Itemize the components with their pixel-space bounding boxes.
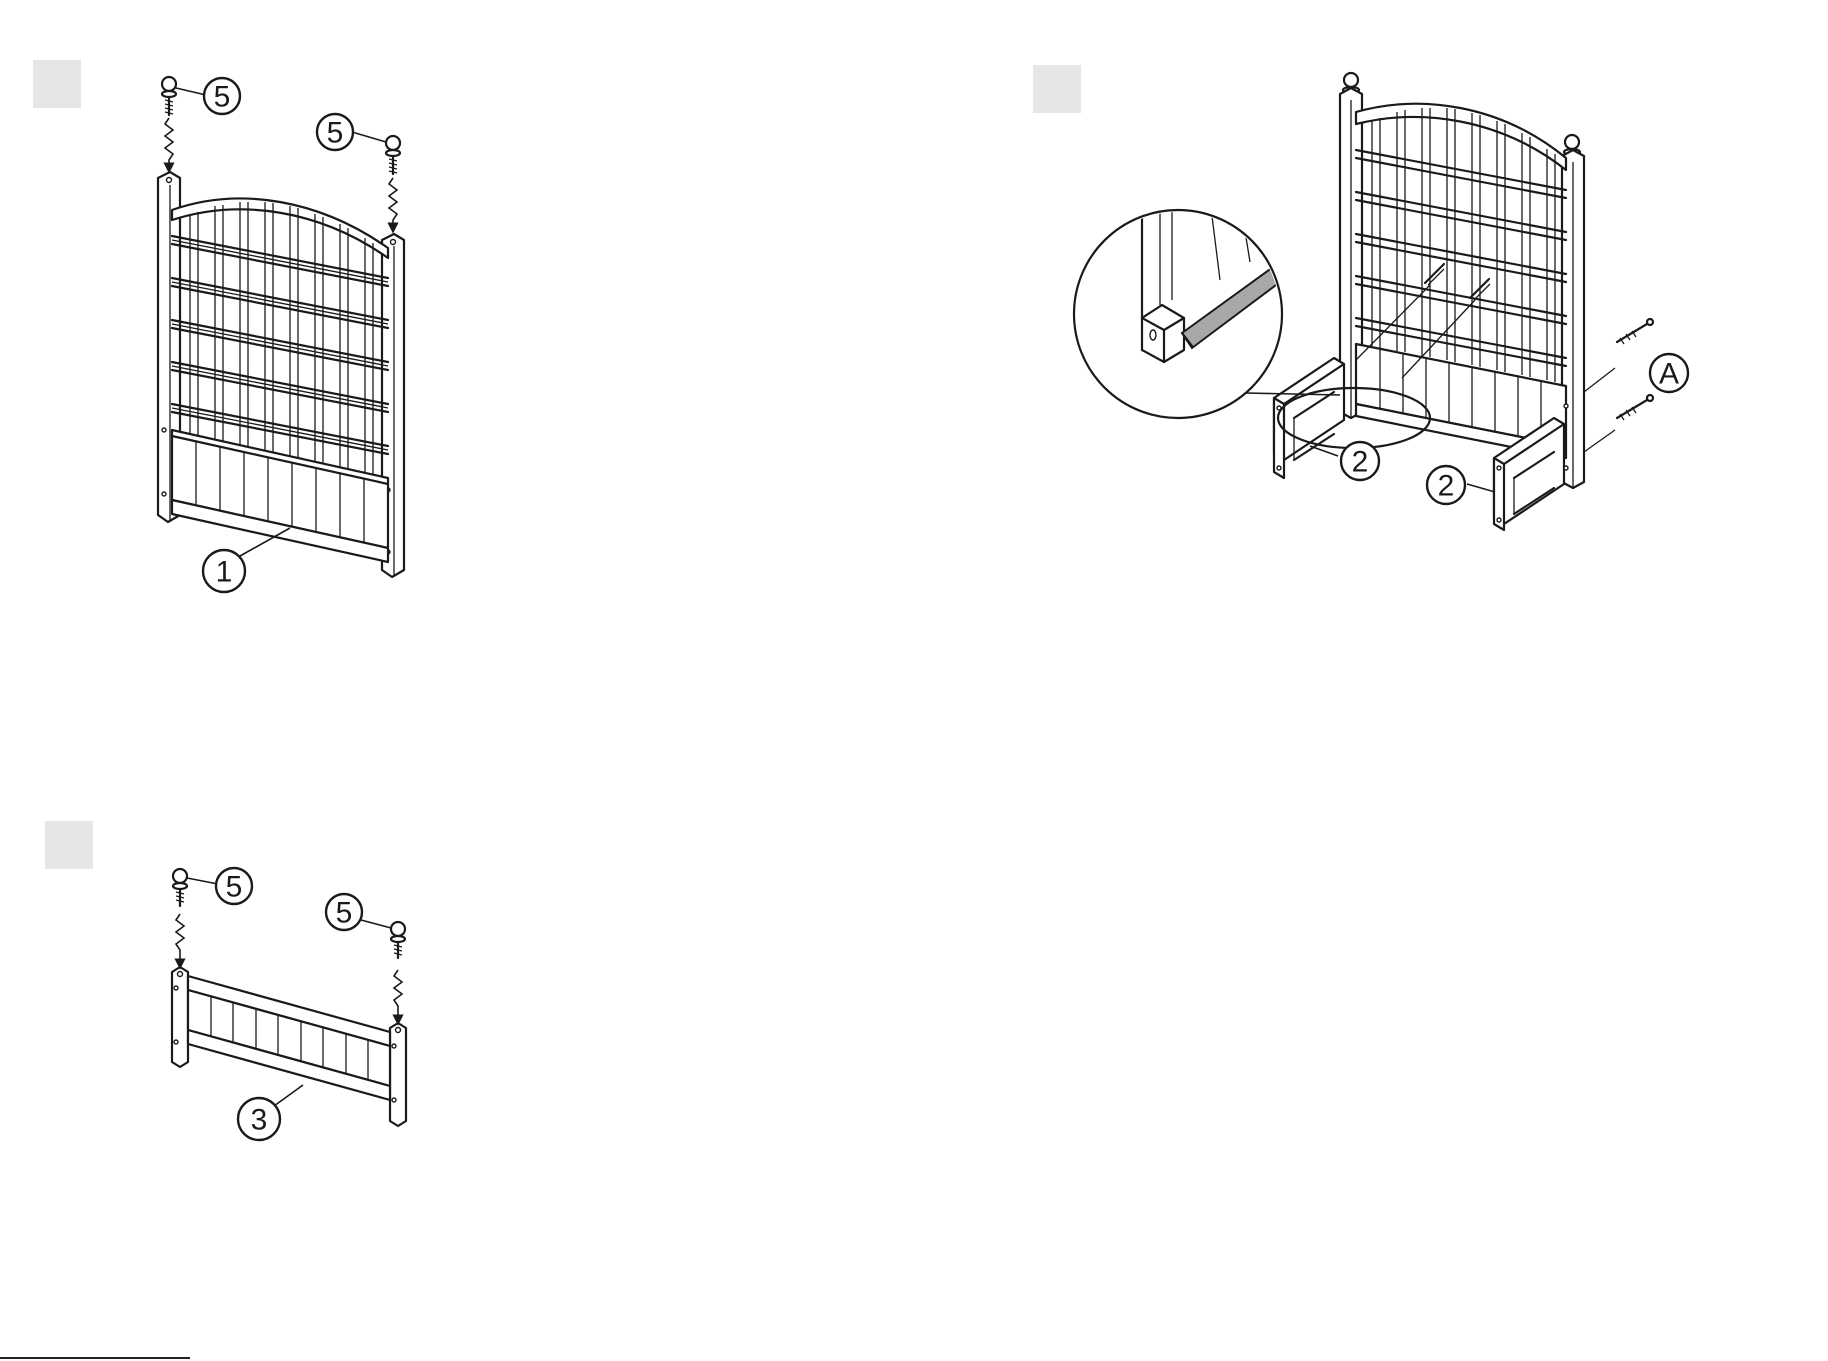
svg-text:2: 2 — [1438, 470, 1455, 503]
step-1-left-cap — [162, 77, 176, 168]
step-3-left-cap — [173, 869, 187, 964]
svg-text:1: 1 — [216, 556, 233, 589]
step-1-trellis-assembly: 5 5 1 — [158, 77, 404, 592]
svg-text:5: 5 — [336, 897, 353, 930]
step-3-front-panel-assembly: 5 5 3 — [172, 868, 406, 1140]
callout-step3-cap-right: 5 — [326, 894, 391, 930]
callout-step2-side-right: 2 — [1427, 466, 1495, 504]
step-3-right-cap — [391, 922, 405, 1020]
callout-step1-cap-right: 5 — [317, 114, 386, 150]
front-panel-right-post — [390, 1023, 406, 1126]
callout-step2-screws: A — [1650, 354, 1688, 392]
step-2-screws-a — [1584, 319, 1653, 452]
callout-step3-panel: 3 — [238, 1085, 303, 1140]
svg-text:5: 5 — [214, 81, 231, 114]
svg-text:5: 5 — [226, 871, 243, 904]
callout-step3-cap-left: 5 — [187, 868, 252, 904]
callout-step1-cap-left: 5 — [176, 78, 240, 114]
svg-text:2: 2 — [1352, 446, 1369, 479]
svg-text:3: 3 — [251, 1104, 268, 1137]
trellis-arch — [172, 199, 388, 258]
svg-text:A: A — [1659, 358, 1679, 391]
step-2-assembly: 2 2 A — [1074, 73, 1688, 530]
svg-text:5: 5 — [327, 117, 344, 150]
footer-rule — [0, 1357, 190, 1359]
step-2-left-side-panel — [1274, 358, 1344, 478]
front-panel-left-post — [172, 967, 188, 1067]
step-1-right-cap — [386, 136, 400, 228]
